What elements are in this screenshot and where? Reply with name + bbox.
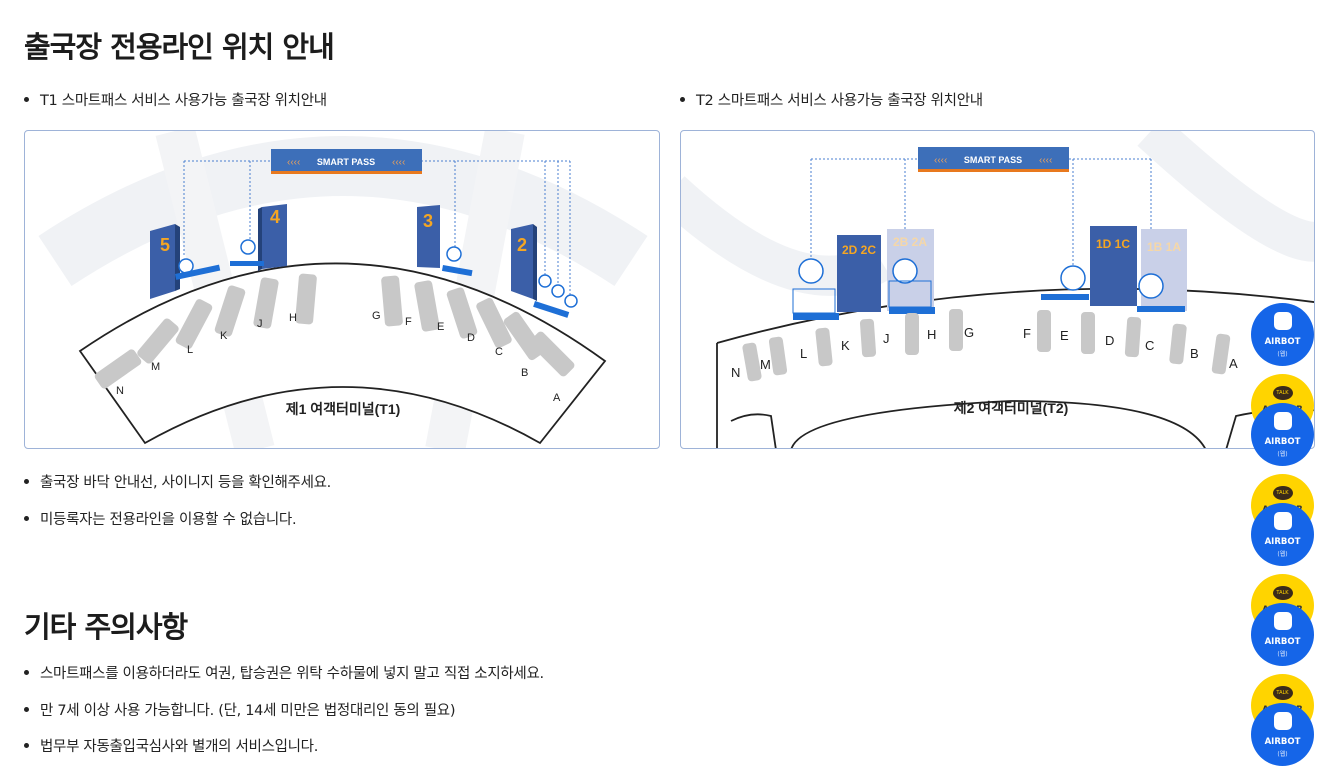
svg-text:J: J [257, 318, 263, 330]
smartpass-banner-t1: SMART PASS ‹‹‹‹ ‹‹‹‹ [271, 149, 422, 174]
svg-text:M: M [760, 357, 771, 372]
svg-text:1B 1A: 1B 1A [1147, 240, 1181, 254]
svg-text:B: B [521, 367, 528, 379]
svg-text:SMART PASS: SMART PASS [317, 157, 375, 167]
t1-terminal-map: SMART PASS ‹‹‹‹ ‹‹‹‹ 5 4 3 2 [24, 130, 660, 449]
t2-caption: T2 스마트패스 서비스 사용가능 출국장 위치안내 [680, 89, 983, 110]
svg-text:2D 2C: 2D 2C [842, 243, 876, 257]
svg-text:H: H [927, 327, 936, 342]
robot-icon [1273, 712, 1292, 730]
t1-terminal-label: 제1 여객터미널(T1) [286, 401, 401, 417]
kakao-talk-icon: TALK [1272, 686, 1293, 700]
svg-text:5: 5 [160, 235, 170, 255]
caution-separate: 법무부 자동출입국심사와 별개의 서비스입니다. [23, 735, 318, 756]
smartpass-banner-t2: SMART PASS ‹‹‹‹ ‹‹‹‹ [918, 147, 1069, 172]
svg-text:G: G [372, 310, 381, 322]
robot-icon [1273, 512, 1292, 530]
t2-gate-2d2c: 2D 2C [837, 235, 881, 312]
svg-text:SMART PASS: SMART PASS [964, 155, 1022, 165]
t2-terminal-map: SMART PASS ‹‹‹‹ ‹‹‹‹ 2D 2C 2B 2A 1D 1C 1… [680, 130, 1315, 449]
svg-text:E: E [1060, 328, 1069, 343]
svg-text:H: H [289, 312, 297, 324]
kakao-talk-icon: TALK [1272, 386, 1293, 400]
svg-text:N: N [116, 385, 124, 397]
svg-text:D: D [467, 332, 475, 344]
svg-text:‹‹‹‹: ‹‹‹‹ [934, 155, 947, 166]
t2-terminal-label: 제2 여객터미널(T2) [954, 400, 1069, 416]
svg-text:D: D [1105, 333, 1114, 348]
svg-text:‹‹‹‹: ‹‹‹‹ [1039, 155, 1052, 166]
svg-text:3: 3 [423, 211, 433, 231]
svg-text:L: L [187, 344, 193, 356]
svg-text:L: L [800, 346, 807, 361]
svg-text:1D 1C: 1D 1C [1096, 237, 1130, 251]
svg-text:M: M [151, 361, 160, 373]
t2-gate-1d1c: 1D 1C [1090, 226, 1137, 306]
airbot-button[interactable]: AIRBOT (웹) [1251, 303, 1314, 366]
note-floor-guide: 출국장 바닥 안내선, 사이니지 등을 확인해주세요. [24, 471, 331, 492]
airbot-button[interactable]: AIRBOT (웹) [1251, 503, 1314, 566]
svg-text:A: A [553, 392, 561, 404]
t1-gate-5: 5 [150, 224, 180, 299]
t1-gate-4: 4 [258, 204, 287, 271]
t1-gate-2: 2 [511, 224, 537, 301]
airbot-button[interactable]: AIRBOT (웹) [1251, 703, 1314, 766]
svg-text:K: K [220, 330, 228, 342]
svg-text:‹‹‹‹: ‹‹‹‹ [287, 157, 300, 168]
svg-text:N: N [731, 365, 740, 380]
airbot-button[interactable]: AIRBOT (웹) [1251, 403, 1314, 466]
note-unregistered: 미등록자는 전용라인을 이용할 수 없습니다. [23, 508, 297, 529]
svg-text:B: B [1190, 346, 1199, 361]
robot-icon [1273, 312, 1292, 330]
section-title-cautions: 기타 주의사항 [24, 610, 188, 644]
kakao-talk-icon: TALK [1272, 486, 1293, 500]
svg-text:J: J [883, 331, 890, 346]
svg-text:F: F [1023, 326, 1031, 341]
t1-caption: T1 스마트패스 서비스 사용가능 출국장 위치안내 [24, 89, 327, 110]
svg-text:G: G [964, 325, 974, 340]
svg-text:E: E [437, 321, 444, 333]
svg-text:C: C [495, 346, 503, 358]
airbot-button[interactable]: AIRBOT (웹) [1251, 603, 1314, 666]
robot-icon [1273, 412, 1292, 430]
section-title-location: 출국장 전용라인 위치 안내 [24, 30, 335, 64]
t2-gate-1b1a: 1B 1A [1141, 229, 1187, 311]
svg-text:2B 2A: 2B 2A [893, 235, 927, 249]
svg-text:2: 2 [517, 235, 527, 255]
svg-text:F: F [405, 316, 412, 328]
svg-text:K: K [841, 338, 850, 353]
t1-gate-3: 3 [417, 205, 440, 268]
caution-passport: 스마트패스를 이용하더라도 여권, 탑승권은 위탁 수하물에 넣지 말고 직접 … [24, 662, 544, 683]
caution-age: 만 7세 이상 사용 가능합니다. (단, 14세 미만은 법정대리인 동의 필… [23, 699, 456, 720]
svg-text:4: 4 [270, 207, 280, 227]
kakao-talk-icon: TALK [1272, 586, 1293, 600]
svg-text:C: C [1145, 338, 1154, 353]
svg-text:A: A [1229, 356, 1238, 371]
svg-text:‹‹‹‹: ‹‹‹‹ [392, 157, 405, 168]
robot-icon [1273, 612, 1292, 630]
